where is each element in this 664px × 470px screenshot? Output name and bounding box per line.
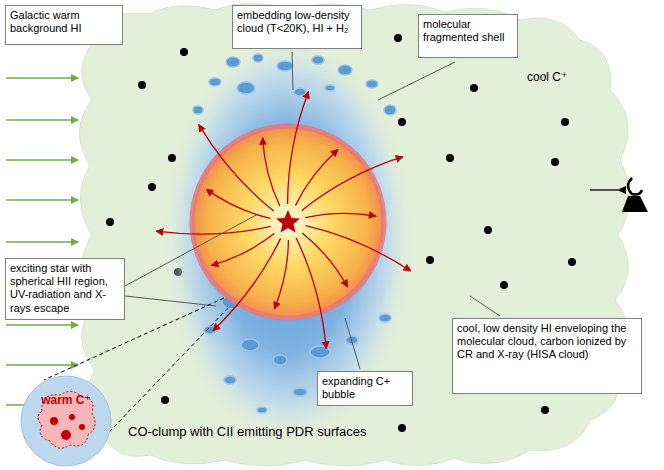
box-text: Galactic warm background HI: [10, 9, 118, 35]
dot: [398, 424, 406, 432]
dot: [148, 183, 156, 191]
dot: [161, 396, 169, 404]
radiation-arrow: [296, 238, 326, 348]
observer-eye: [590, 178, 648, 212]
dot: [470, 84, 478, 92]
cloud-label-box: embedding low-density cloud (T<20K), HI …: [232, 5, 362, 49]
radiation-arrow: [295, 150, 338, 206]
dot: [446, 154, 454, 162]
radiation-arrow: [302, 233, 347, 287]
box-text: exciting star with spherical HII region,…: [10, 262, 120, 315]
leader-lines: [125, 52, 500, 369]
hisa-label-box: cool, low density HI enveloping the mole…: [452, 318, 642, 394]
bubble-label-box: expanding C+ bubble: [317, 371, 413, 406]
dot: [568, 258, 576, 266]
dot: [394, 34, 402, 42]
radiation-arrow: [274, 240, 288, 309]
clump-caption: CO-clump with CII emitting PDR surfaces: [128, 424, 366, 440]
dot: [484, 226, 492, 234]
radiation-arrow: [206, 189, 270, 218]
hii-region: [192, 126, 384, 318]
clump-drawing: [20, 375, 112, 467]
background-flow-arrows: [6, 78, 78, 405]
dot: [180, 48, 188, 56]
radiation-arrow: [302, 157, 403, 211]
dot: [426, 256, 434, 264]
radiation-arrow: [263, 138, 280, 206]
dot: [500, 281, 508, 289]
region-label: cool C⁺: [527, 70, 567, 84]
dot: [106, 218, 114, 226]
dot: [541, 406, 549, 414]
exciting-star: [276, 210, 300, 233]
star-label-box: exciting star with spherical HII region,…: [5, 258, 125, 320]
box-text: expanding C+ bubble: [322, 375, 408, 401]
box-text: cool, low density HI enveloping the mole…: [457, 322, 637, 362]
radiation-arrow: [213, 238, 281, 330]
radiation-arrow: [199, 125, 274, 211]
dot: [398, 118, 406, 126]
background-box: Galactic warm background HI: [5, 5, 123, 45]
radiation-arrow: [305, 213, 375, 217]
clump-zoom-circle: warm C⁺: [20, 375, 112, 467]
box-text: embedding low-density cloud (T<20K), HI …: [237, 9, 357, 35]
dot: [138, 81, 146, 89]
radiation-arrow: [212, 234, 275, 266]
radiation-arrow: [156, 226, 270, 234]
region-label: warm C⁺: [20, 393, 112, 407]
box-text: molecular fragmented shell: [423, 18, 513, 44]
hi-cloud: [79, 3, 629, 466]
molecular-shell: [163, 35, 413, 445]
dot: [561, 118, 569, 126]
dot: [551, 158, 559, 166]
shell-label-box: molecular fragmented shell: [418, 14, 518, 58]
radiation-arrows: [156, 92, 410, 349]
radiation-arrow: [306, 226, 411, 271]
